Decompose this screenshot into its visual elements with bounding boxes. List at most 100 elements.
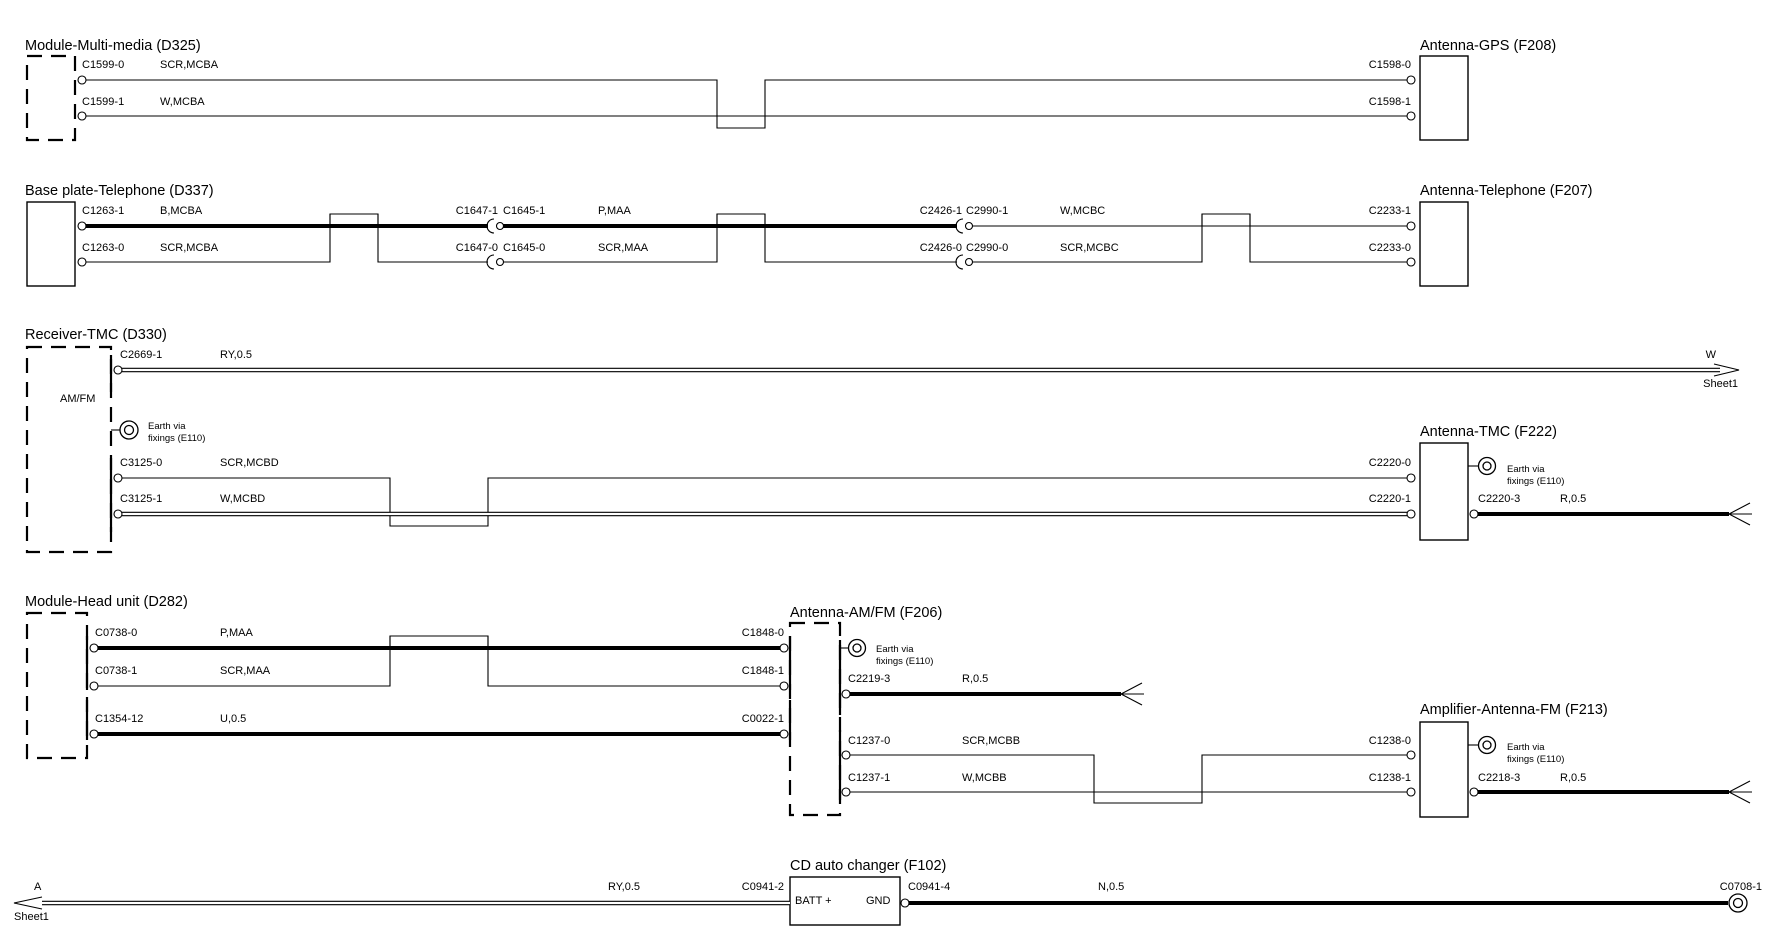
inline-connector-c1647-1-socket[interactable] — [486, 218, 495, 234]
terminal-c3125-1[interactable] — [113, 509, 123, 519]
component-box-f207[interactable] — [1419, 201, 1469, 287]
terminal-c1848-1[interactable] — [779, 681, 789, 691]
connector-label-c1263-1: C1263-1 — [82, 205, 124, 217]
component-title-f222: Antenna-TMC (F222) — [1420, 424, 1557, 440]
terminal-c1237-1[interactable] — [841, 787, 851, 797]
terminal-c2233-1[interactable] — [1406, 221, 1416, 231]
earth-icon-f206-inner — [852, 643, 862, 653]
wire-scr-mcba-d325[interactable] — [82, 79, 1411, 129]
wire-label-scr-mcbc: SCR,MCBC — [1060, 242, 1119, 254]
wire-scr-mcba-d337[interactable] — [82, 214, 488, 263]
connector-label-c2233-0: C2233-0 — [1369, 242, 1411, 254]
terminal-c1598-0[interactable] — [1406, 75, 1416, 85]
inline-connector-c2990-0-pin[interactable] — [964, 257, 974, 267]
terminal-c2220-0[interactable] — [1406, 473, 1416, 483]
wire-scr-mcbb[interactable] — [846, 754, 1411, 804]
open-end-icon-c2220-3 — [1727, 502, 1752, 526]
wire-scr-mcbc[interactable] — [969, 214, 1411, 263]
earth-label-f222-line2: fixings (E110) — [1507, 476, 1564, 487]
sheet-ref-letter-a: A — [34, 881, 42, 893]
component-title-f207: Antenna-Telephone (F207) — [1420, 183, 1593, 199]
component-box-d337[interactable] — [26, 201, 76, 287]
component-box-f213[interactable] — [1419, 721, 1469, 818]
terminal-c0738-1[interactable] — [89, 681, 99, 691]
terminal-c1848-0[interactable] — [779, 643, 789, 653]
terminal-c2233-0[interactable] — [1406, 257, 1416, 267]
inline-connector-c2426-1-socket[interactable] — [955, 218, 964, 234]
terminal-c1238-1[interactable] — [1406, 787, 1416, 797]
open-end-icon-c2218-3 — [1727, 780, 1752, 804]
earth-label-d330-line2: fixings (E110) — [148, 433, 205, 444]
wire-label-p-maa-head-unit: P,MAA — [220, 627, 253, 639]
arrow-icon-sheet-w[interactable] — [1713, 363, 1740, 377]
inline-connector-c1645-0-pin[interactable] — [495, 257, 505, 267]
wire-label-u-05: U,0.5 — [220, 713, 246, 725]
component-box-d282[interactable] — [25, 611, 89, 760]
wire-label-w-mcbc: W,MCBC — [1060, 205, 1105, 217]
connector-label-c2233-1: C2233-1 — [1369, 205, 1411, 217]
wire-label-p-maa-telephone: P,MAA — [598, 205, 631, 217]
section-receiver-tmc: Receiver-TMC (D330) AM/FM W Sheet1 Earth… — [25, 327, 1752, 554]
section-telephone: Base plate-Telephone (D337) Antenna-Tele… — [25, 183, 1593, 287]
inline-connector-c1647-0-socket[interactable] — [486, 254, 495, 270]
connector-label-c2218-3: C2218-3 — [1478, 772, 1520, 784]
component-box-f208[interactable] — [1419, 55, 1469, 141]
section-multimedia-gps: Module-Multi-media (D325) Antenna-GPS (F… — [25, 38, 1556, 142]
wire-shield-loop-3 — [1201, 213, 1251, 226]
terminal-c1237-0[interactable] — [841, 750, 851, 760]
earth-label-f206-line1: Earth via — [876, 644, 914, 655]
connector-label-c1599-1: C1599-1 — [82, 96, 124, 108]
component-title-f206: Antenna-AM/FM (F206) — [790, 605, 942, 621]
earth-label-f222-line1: Earth via — [1507, 464, 1545, 475]
component-title-d282: Module-Head unit (D282) — [25, 594, 188, 610]
component-box-f206[interactable] — [788, 621, 842, 817]
terminal-c2218-3[interactable] — [1469, 787, 1479, 797]
wire-scr-maa-head-unit[interactable] — [94, 636, 784, 687]
inline-connector-c1645-1-pin[interactable] — [495, 221, 505, 231]
wire-label-ry-05-cd: RY,0.5 — [608, 881, 640, 893]
terminal-c0022-1[interactable] — [779, 729, 789, 739]
connector-label-c0022-1: C0022-1 — [742, 713, 784, 725]
terminal-c3125-0[interactable] — [113, 473, 123, 483]
connector-label-c2220-0: C2220-0 — [1369, 457, 1411, 469]
wire-label-b-mcba: B,MCBA — [160, 205, 203, 217]
sheet-ref-sheet1-a: Sheet1 — [14, 911, 49, 923]
terminal-c0738-0[interactable] — [89, 643, 99, 653]
terminal-c2220-1[interactable] — [1406, 509, 1416, 519]
connector-label-c1238-1: C1238-1 — [1369, 772, 1411, 784]
connector-label-c2426-1: C2426-1 — [920, 205, 962, 217]
connector-label-c1599-0: C1599-0 — [82, 59, 124, 71]
earth-icon-f222-inner — [1482, 461, 1492, 471]
terminal-c2219-3[interactable] — [841, 689, 851, 699]
arrow-icon-sheet-a[interactable] — [13, 896, 43, 910]
terminal-c0941-4[interactable] — [900, 898, 910, 908]
wire-label-r-05-amplifier: R,0.5 — [1560, 772, 1586, 784]
wire-label-r-05-tmc: R,0.5 — [1560, 493, 1586, 505]
connector-label-c2990-1: C2990-1 — [966, 205, 1008, 217]
terminal-c1598-1[interactable] — [1406, 111, 1416, 121]
terminal-c1238-0[interactable] — [1406, 750, 1416, 760]
inline-connector-c2990-1-pin[interactable] — [964, 221, 974, 231]
component-box-d325[interactable] — [25, 54, 77, 142]
terminal-c2220-3[interactable] — [1469, 509, 1479, 519]
connector-label-c2220-3: C2220-3 — [1478, 493, 1520, 505]
connector-label-c0941-2: C0941-2 — [742, 881, 784, 893]
terminal-c2669-1[interactable] — [113, 365, 123, 375]
earth-icon-c0708-1-inner — [1732, 897, 1744, 909]
terminal-c1354-12[interactable] — [89, 729, 99, 739]
wire-scr-maa-telephone[interactable] — [500, 214, 957, 263]
terminal-c1599-1[interactable] — [77, 111, 87, 121]
terminal-c1599-0[interactable] — [77, 75, 87, 85]
wire-label-scr-maa-head-unit: SCR,MAA — [220, 665, 271, 677]
terminal-c1263-1[interactable] — [77, 221, 87, 231]
component-box-f222[interactable] — [1419, 442, 1469, 541]
wire-scr-mcbd[interactable] — [118, 477, 1411, 527]
wire-label-w-mcbb: W,MCBB — [962, 772, 1007, 784]
inline-connector-c2426-0-socket[interactable] — [955, 254, 964, 270]
terminal-c1263-0[interactable] — [77, 257, 87, 267]
connector-label-c3125-1: C3125-1 — [120, 493, 162, 505]
section-head-unit: Module-Head unit (D282) Antenna-AM/FM (F… — [25, 594, 1752, 818]
earth-icon-d330-inner — [123, 424, 135, 436]
component-box-d330[interactable] — [25, 345, 113, 554]
